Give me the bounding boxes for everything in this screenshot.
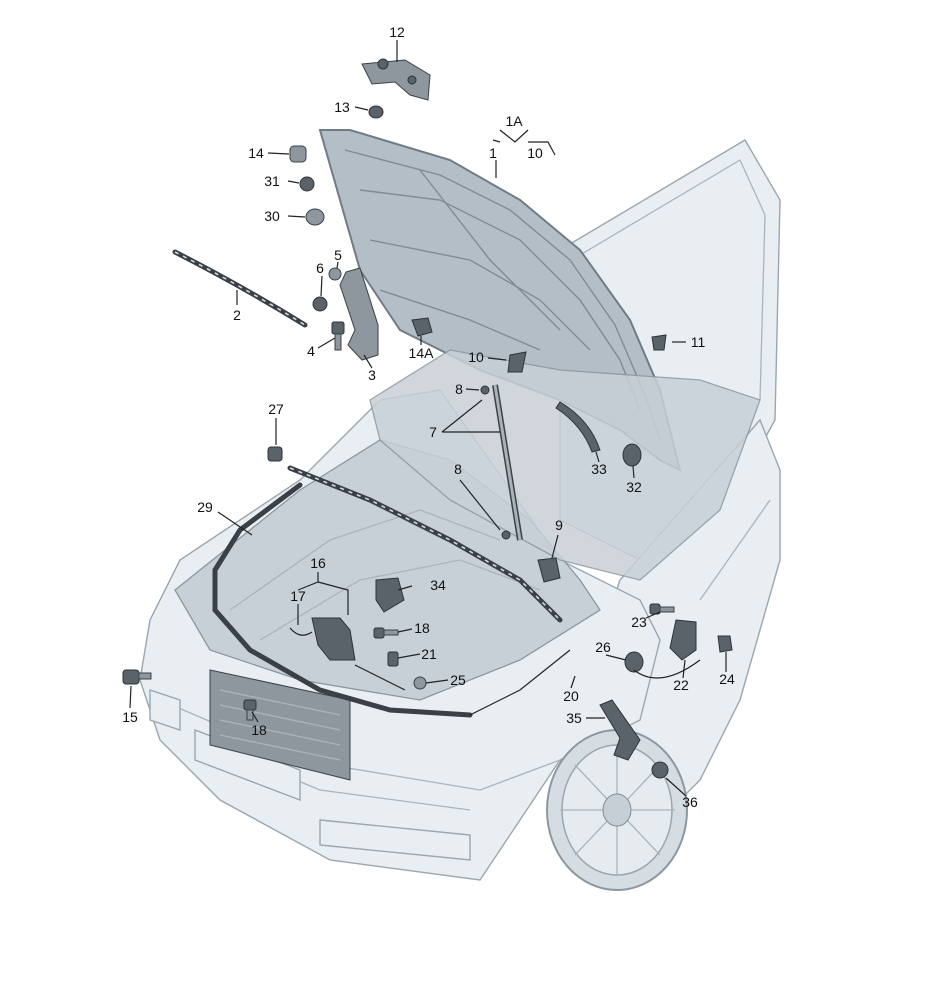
label-20: 20 — [563, 688, 579, 704]
label-21: 21 — [421, 646, 437, 662]
bolt-23 — [649, 603, 675, 615]
nut-6 — [312, 296, 328, 312]
washer-5 — [328, 267, 342, 281]
label-14A: 14A — [409, 345, 435, 361]
hinge-12 — [361, 58, 431, 101]
label-13: 13 — [334, 99, 350, 115]
seal-29 — [212, 482, 473, 718]
bumper-14 — [289, 145, 307, 163]
bolt-4 — [331, 321, 345, 351]
label-24: 24 — [719, 671, 735, 687]
cable-rod — [354, 664, 406, 691]
leader-lines — [129, 40, 727, 797]
label-3: 3 — [368, 367, 376, 383]
hinge-3 — [339, 267, 379, 361]
lock-22 — [669, 619, 697, 661]
plug-32 — [622, 443, 642, 467]
clip-11 — [651, 334, 667, 351]
bolt-15 — [122, 669, 152, 685]
label-10-strut: 10 — [468, 349, 484, 365]
label-11: 11 — [691, 334, 706, 350]
label-8-bottom: 8 — [454, 461, 462, 477]
label-14: 14 — [248, 145, 264, 161]
handle-26 — [624, 651, 644, 673]
label-9: 9 — [555, 517, 563, 533]
label-23: 23 — [631, 614, 647, 630]
label-15: 15 — [122, 709, 138, 725]
label-25: 25 — [450, 672, 466, 688]
seal-upper — [287, 465, 563, 623]
cable-33 — [555, 401, 601, 453]
hood-seal-2 — [172, 249, 308, 328]
label-6: 6 — [316, 260, 324, 276]
label-2: 2 — [233, 307, 241, 323]
label-26: 26 — [595, 639, 611, 655]
seal-20-line — [469, 649, 571, 716]
bolt-18a — [373, 627, 399, 639]
label-10-top: 10 — [527, 145, 543, 161]
bolt-18b — [243, 699, 257, 721]
label-31: 31 — [264, 173, 280, 189]
label-29: 29 — [197, 499, 213, 515]
cable-26 — [633, 659, 701, 679]
nut-31 — [299, 176, 315, 192]
label-16: 16 — [310, 555, 326, 571]
label-7: 7 — [429, 424, 437, 440]
label-32: 32 — [626, 479, 642, 495]
label-4: 4 — [307, 343, 315, 359]
clip-36 — [651, 761, 669, 779]
clip-30 — [305, 208, 325, 226]
label-17: 17 — [290, 588, 306, 604]
label-22: 22 — [673, 677, 689, 693]
grommet-25 — [413, 676, 427, 690]
label-12: 12 — [389, 24, 405, 40]
part-labels: 12 13 1A 1 10 14 31 30 5 6 2 4 3 14A 11 … — [122, 24, 735, 810]
label-18-left: 18 — [251, 722, 267, 738]
label-1: 1 — [489, 145, 497, 161]
latch-16 — [289, 617, 356, 661]
bumper-27 — [267, 446, 283, 462]
label-27: 27 — [268, 401, 284, 417]
label-35: 35 — [566, 710, 582, 726]
label-30: 30 — [264, 208, 280, 224]
part-13 — [368, 105, 384, 119]
label-5: 5 — [334, 247, 342, 263]
label-1A: 1A — [505, 113, 523, 129]
gas-strut-7 — [480, 351, 527, 541]
bracket-34 — [375, 577, 405, 613]
latch-9 — [537, 557, 561, 583]
label-34: 34 — [430, 577, 446, 593]
label-8-top: 8 — [455, 381, 463, 397]
bumper-14A — [411, 317, 433, 337]
lever-35 — [599, 699, 641, 761]
label-18-right: 18 — [414, 620, 430, 636]
label-33: 33 — [591, 461, 607, 477]
label-36: 36 — [682, 794, 698, 810]
bolt-24 — [717, 635, 733, 653]
clip-21 — [387, 651, 399, 667]
